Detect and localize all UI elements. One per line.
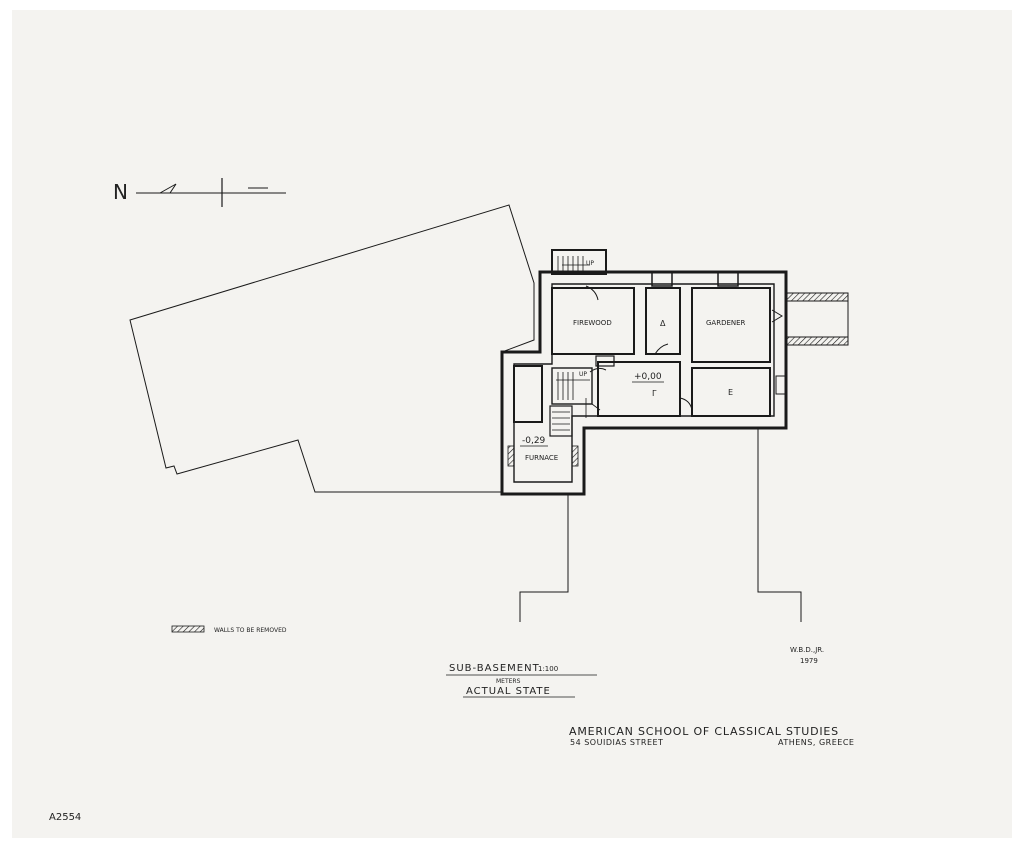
- catalog-number: A2554: [49, 812, 81, 823]
- legend-hatch-swatch: [171, 625, 205, 633]
- drawing-sheet: [12, 10, 1012, 838]
- room-label-firewood: FIREWOOD: [573, 319, 612, 327]
- institution-name: AMERICAN SCHOOL OF CLASSICAL STUDIES: [569, 725, 839, 738]
- title-actual-state: ACTUAL STATE: [466, 686, 551, 697]
- interior-stairs: [549, 355, 615, 437]
- rooms: [513, 271, 783, 423]
- room-label-furnace: FURNACE: [525, 454, 558, 462]
- top-stair: UP: [551, 249, 607, 275]
- institution-city: ATHENS, GREECE: [778, 738, 854, 747]
- north-label: N: [113, 180, 128, 204]
- building-outer-walls: [500, 270, 788, 496]
- title-sub-basement: SUB-BASEMENT: [449, 663, 540, 674]
- title-scale: 1:100: [538, 665, 558, 673]
- site-outline: [129, 204, 535, 493]
- author-initials: W.B.D.,JR.: [790, 646, 824, 654]
- legend-label: WALLS TO BE REMOVED: [214, 627, 287, 634]
- institution-address: 54 SOUIDIAS STREET: [570, 738, 663, 747]
- room-label-delta: Δ: [660, 319, 666, 328]
- north-arrow: N: [113, 178, 286, 207]
- extension-lines: [519, 428, 802, 622]
- room-label-e: E: [728, 388, 733, 397]
- stair-up-top-label: UP: [586, 260, 594, 267]
- walls-to-be-removed: [507, 292, 849, 467]
- title-block: SUB-BASEMENT 1:100 METERS ACTUAL STATE: [446, 663, 597, 698]
- stair-up-mid-label: UP: [579, 371, 587, 378]
- level-marker-plus: +0,00: [634, 372, 662, 382]
- room-label-gamma: Γ: [652, 389, 657, 398]
- drawing-year: 1979: [800, 657, 818, 665]
- room-label-gardener: GARDENER: [706, 319, 746, 327]
- level-marker-minus: -0,29: [522, 436, 546, 446]
- title-units: METERS: [496, 678, 521, 685]
- legend: WALLS TO BE REMOVED: [171, 625, 287, 634]
